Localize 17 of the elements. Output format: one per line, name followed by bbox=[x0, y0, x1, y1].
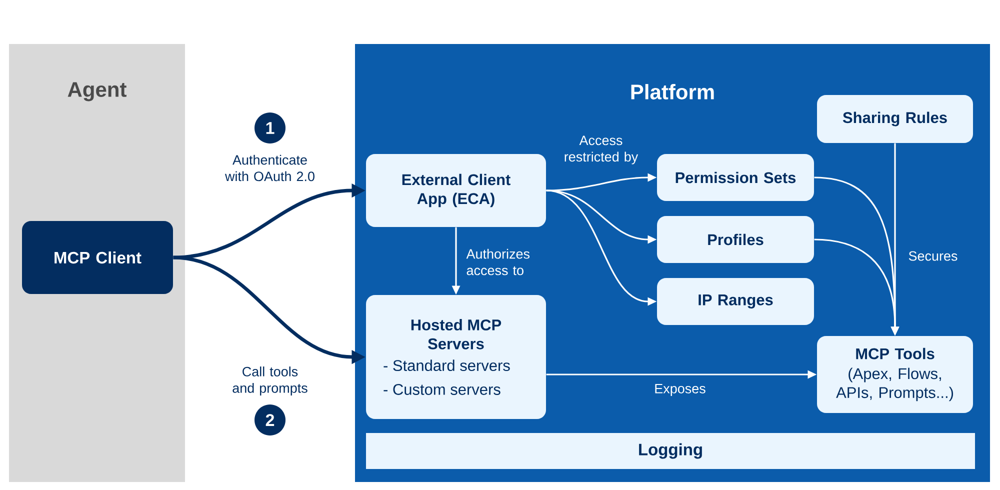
edge-label: Authenticate with OAuth 2.0 bbox=[224, 154, 314, 182]
rounded-box: Profiles bbox=[657, 216, 814, 263]
rounded-box: Sharing Rules bbox=[817, 95, 973, 143]
rounded-box: External Client App (ECA) bbox=[366, 154, 546, 227]
edge-label: Exposes bbox=[655, 384, 706, 396]
callout-number: 2 bbox=[254, 404, 286, 436]
edge-label: Secures bbox=[908, 251, 958, 261]
callout-number: 1 bbox=[254, 112, 286, 144]
edge-label: Access restricted by bbox=[564, 136, 638, 164]
rounded-box: MCP Client bbox=[22, 221, 173, 294]
rounded-box: Hosted MCP Servers - Standard servers - Custom servers bbox=[366, 295, 546, 419]
rounded-box: MCP Tools (Apex, Flows, APIs, Prompts...) bbox=[817, 336, 973, 413]
wide-box: Logging bbox=[366, 433, 975, 469]
edge-label: Call tools and prompts bbox=[232, 366, 308, 396]
edge-label: Authorizes access to bbox=[466, 248, 530, 276]
rounded-box: Permission Sets bbox=[657, 154, 814, 201]
rounded-box: IP Ranges bbox=[657, 278, 814, 325]
